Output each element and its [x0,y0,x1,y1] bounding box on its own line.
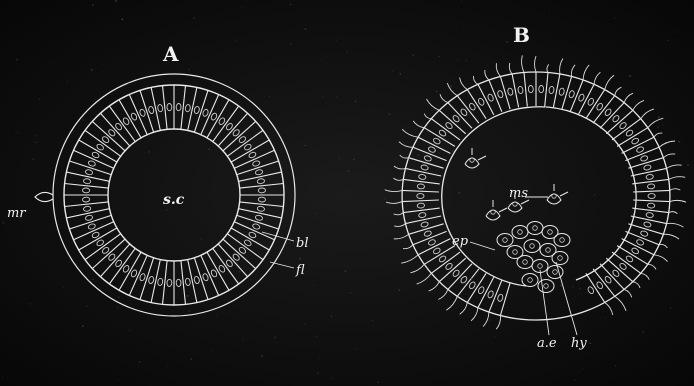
label-hy: hy [571,337,587,350]
label-ms: ms [509,187,528,200]
panel-b-title: B [513,25,530,45]
label-fl: fl [296,264,305,277]
label-sc: s.c [163,193,184,207]
label-ep: ep [452,235,468,248]
panel-a-title: A [163,44,179,64]
label-mr: mr [7,207,26,220]
label-ae: a.e [537,337,557,350]
label-bl: bl [296,237,308,250]
